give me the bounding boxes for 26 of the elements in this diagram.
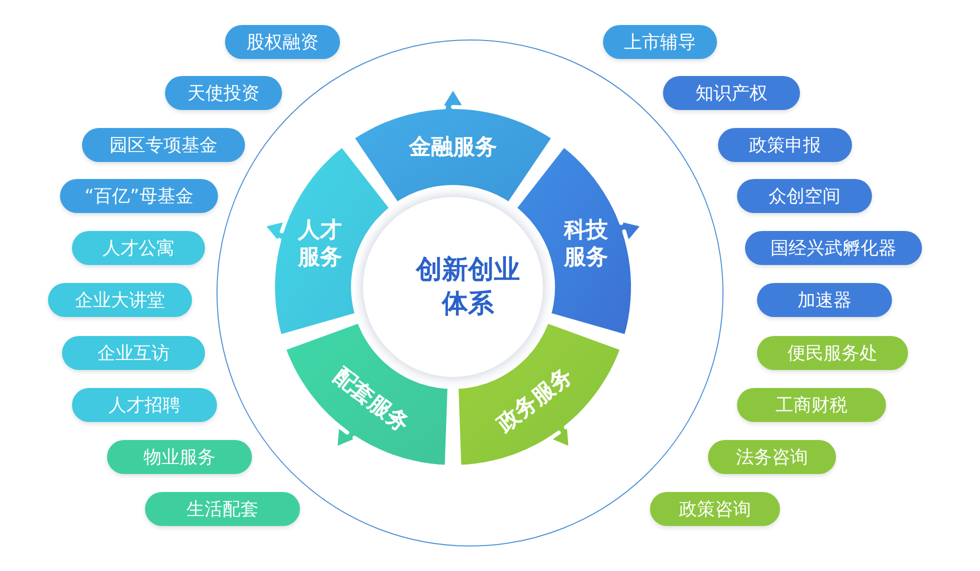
segment-label: 金融服务: [408, 134, 498, 160]
service-tag: 工商财税: [737, 388, 886, 422]
service-tag: “百亿”母基金: [60, 179, 218, 213]
service-tag: 法务咨询: [708, 440, 836, 474]
service-tag: 知识产权: [663, 76, 800, 110]
segment-label: 配套服务: [327, 362, 414, 440]
service-tag: 加速器: [757, 283, 892, 317]
segment-label: 政务服务: [492, 362, 579, 440]
service-tag: 生活配套: [145, 492, 300, 526]
service-tag: 国经兴武孵化器: [745, 231, 922, 265]
service-tag: 天使投资: [165, 76, 282, 110]
service-tag: 园区专项基金: [82, 128, 245, 162]
service-tag: 政策咨询: [650, 492, 780, 526]
service-tag: 政策申报: [718, 128, 852, 162]
service-tag: 人才公寓: [72, 231, 205, 265]
service-tag: 企业大讲堂: [48, 283, 192, 317]
service-tag: 便民服务处: [757, 336, 908, 370]
segment-label: 科技服务: [562, 216, 610, 271]
service-tag: 人才招聘: [72, 388, 217, 422]
segment-label: 人才服务: [296, 216, 343, 271]
service-tag: 股权融资: [225, 25, 340, 59]
center-title: 创新创业体系: [414, 254, 521, 321]
service-tag: 物业服务: [107, 440, 252, 474]
service-tag: 企业互访: [62, 336, 205, 370]
service-tag: 上市辅导: [603, 25, 717, 59]
service-tag: 众创空间: [737, 179, 872, 213]
